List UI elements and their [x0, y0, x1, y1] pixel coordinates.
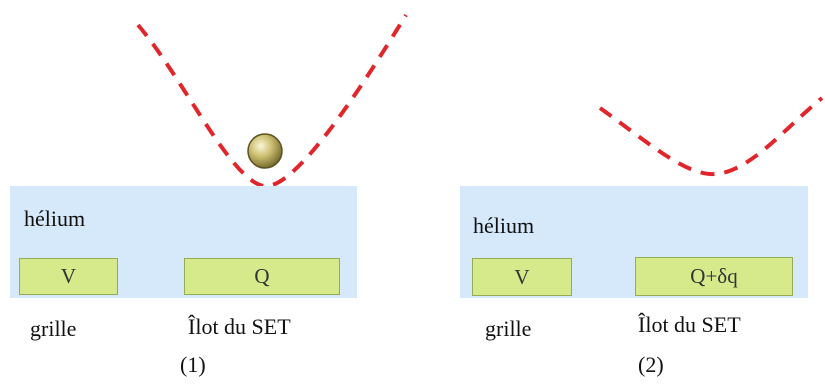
island-caption: Îlot du SET — [188, 314, 291, 339]
potential-well-curve-2 — [598, 96, 824, 177]
panel-1: hélium V Q grille Îlot du SET (1) — [0, 0, 408, 385]
gate-caption: grille — [30, 316, 77, 341]
panel-2: hélium V Q+δq grille Îlot du SET (2) — [450, 0, 825, 385]
gate-electrode: V — [472, 258, 572, 296]
panel-number: (1) — [180, 352, 206, 377]
island-charge-label: Q+δq — [690, 264, 738, 288]
gate-voltage-label: V — [514, 264, 530, 289]
electron-sphere-icon — [247, 133, 283, 169]
gate-caption: grille — [485, 316, 532, 341]
island-charge-label: Q — [254, 264, 270, 288]
potential-well-curve-1 — [136, 13, 408, 189]
gate-electrode: V — [19, 258, 118, 295]
panel-number: (2) — [638, 352, 664, 377]
helium-label: hélium — [24, 206, 86, 231]
helium-label: hélium — [473, 213, 535, 238]
gate-voltage-label: V — [60, 264, 77, 288]
set-island-electrode: Q+δq — [635, 257, 793, 296]
island-caption: Îlot du SET — [638, 312, 741, 337]
set-island-electrode: Q — [184, 258, 340, 295]
